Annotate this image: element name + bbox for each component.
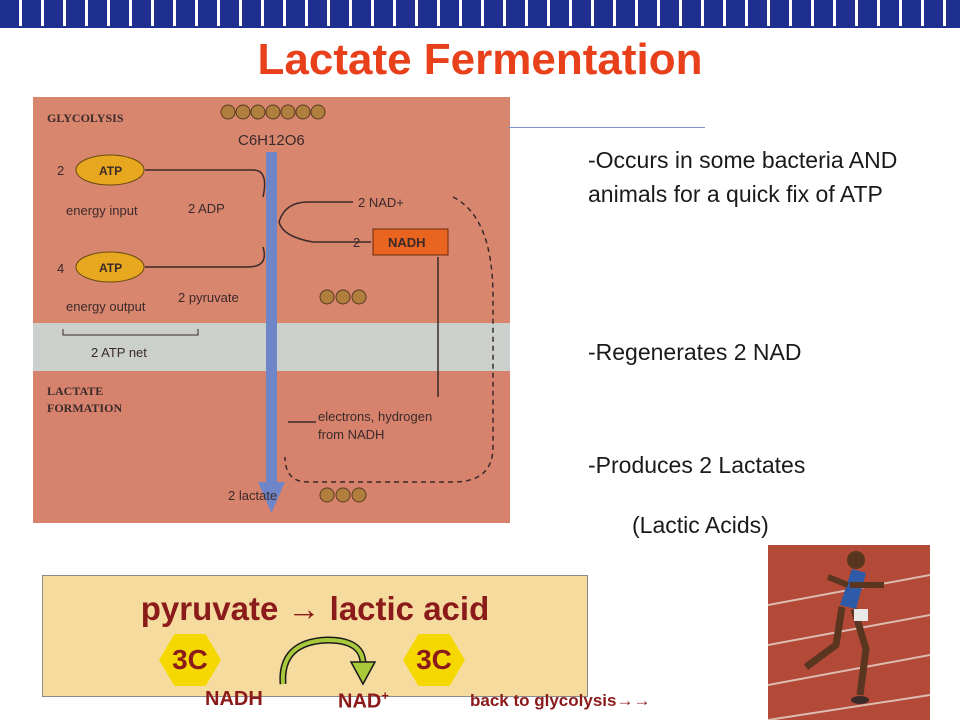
electrons-line1: electrons, hydrogen: [318, 409, 432, 424]
atp-bottom-count: 4: [57, 261, 64, 276]
atp-top-disc: [75, 154, 145, 186]
nadh-box-label: NADH: [388, 235, 426, 250]
energy-input-label: energy input: [66, 203, 138, 218]
section-glycolysis: GLYCOLYSIS: [47, 111, 124, 125]
section-lactate: LACTATE: [47, 384, 103, 398]
nad-plus-label: NAD+: [338, 688, 389, 713]
bullet-produces: -Produces 2 Lactates: [588, 452, 806, 478]
glycolysis-diagram: GLYCOLYSIS LACTATE FORMATION C6H12O6 2 A…: [33, 97, 510, 523]
back-to-glycolysis-label: back to glycolysis→→: [470, 691, 651, 710]
lactate-beads: [319, 487, 367, 503]
main-flow-arrow: [266, 152, 277, 482]
equation-text: pyruvate → lactic acid: [140, 590, 490, 627]
electrons-line2: from NADH: [318, 427, 384, 442]
nadh-label: NADH: [205, 688, 263, 710]
glycolysis-diagram-photo: GLYCOLYSIS LACTATE FORMATION C6H12O6 2 A…: [33, 97, 510, 523]
pyruvate-beads: [319, 289, 367, 305]
atp-net-label: 2 ATP net: [91, 345, 147, 360]
adp-label: 2 ADP: [188, 201, 225, 216]
slide-title: Lactate Fermentation: [257, 35, 703, 84]
pyruvate-label: 2 pyruvate: [178, 290, 239, 305]
accent-divider-line: [508, 127, 705, 128]
three-carbon-hexagon-left: 3C: [159, 634, 221, 686]
atp-top-count: 2: [57, 163, 64, 178]
nad-label: 2 NAD+: [358, 195, 404, 210]
bullet-occurs: -Occurs in some bacteria AND animals for…: [588, 147, 898, 207]
runner-photo: [767, 545, 931, 721]
top-header-bar: [0, 0, 960, 28]
equation-box: pyruvate → lactic acid 3C 3C: [42, 575, 588, 697]
section-formation: FORMATION: [47, 401, 122, 415]
sprinter-image: [767, 545, 931, 721]
lactate-label: 2 lactate: [228, 488, 277, 503]
atp-top-label: ATP: [99, 164, 122, 178]
atp-bottom-label: ATP: [99, 261, 122, 275]
atp-bottom-disc: [75, 251, 145, 283]
glucose-formula: C6H12O6: [238, 132, 305, 149]
glucose-beads: [220, 104, 326, 120]
bullet-lactic-acids: (Lactic Acids): [632, 512, 769, 538]
energy-output-label: energy output: [66, 299, 146, 314]
three-carbon-hexagon-right: 3C: [403, 634, 465, 686]
bullet-regenerates: -Regenerates 2 NAD: [588, 339, 802, 365]
curved-arrow-icon: [279, 636, 377, 686]
nadh-box: [372, 228, 449, 256]
